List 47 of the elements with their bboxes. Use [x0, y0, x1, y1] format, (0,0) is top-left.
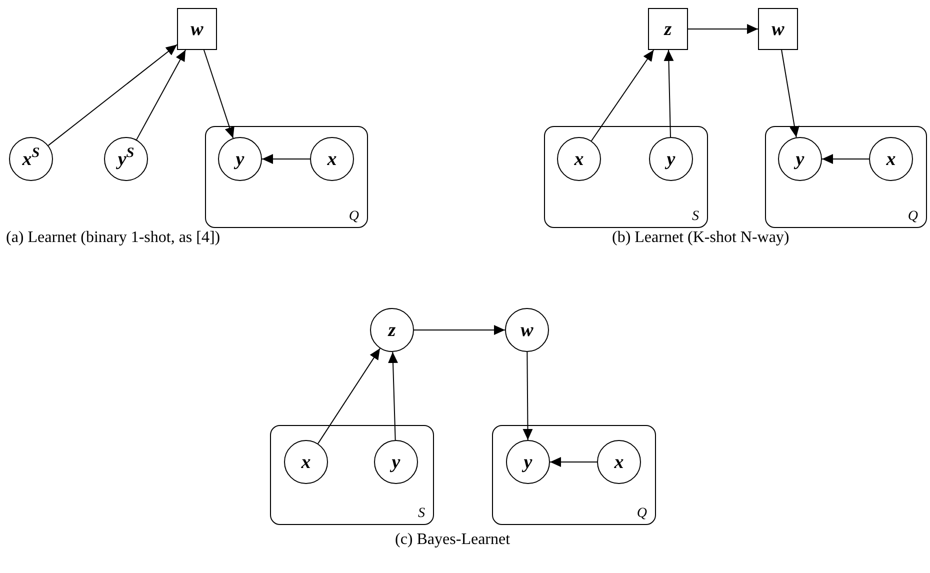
square-node	[758, 8, 798, 50]
arrow	[388, 352, 398, 440]
plate-box	[492, 425, 656, 525]
variable-label: z	[664, 20, 672, 38]
arrow	[522, 352, 533, 440]
variable-label: w	[772, 20, 784, 38]
plate-label: Q	[908, 210, 918, 224]
arrow	[136, 50, 186, 140]
arrow	[688, 24, 758, 34]
subfigure-caption: (b) Learnet (K-shot N-way)	[612, 228, 790, 248]
arrow	[262, 154, 310, 164]
variable-label: x	[301, 452, 311, 472]
plate-label: S	[692, 210, 699, 224]
arrow	[48, 44, 178, 146]
subfigure-caption: (a) Learnet (binary 1-shot, as [4])	[6, 228, 220, 248]
subfigure-caption: (c) Bayes-Learnet	[395, 530, 510, 550]
variable-label: x	[327, 150, 337, 168]
variable-label: y	[236, 150, 244, 168]
variable-label: x	[574, 150, 584, 168]
variable-label: y	[524, 452, 532, 472]
variable-label: x	[614, 452, 624, 472]
arrow	[203, 50, 234, 139]
plate-box	[765, 126, 927, 228]
plate-box	[544, 126, 708, 228]
arrow	[590, 50, 654, 142]
variable-label: y$^{S}$	[118, 150, 134, 168]
variable-label: x	[886, 150, 896, 168]
square-node	[177, 8, 217, 50]
plate-label: Q	[636, 507, 647, 521]
variable-label: y	[666, 150, 676, 168]
arrow	[318, 348, 380, 444]
plate-box	[205, 126, 368, 228]
plate-label: S	[418, 507, 425, 521]
variable-label: w	[520, 320, 534, 340]
variable-label: x$^{S}$	[22, 150, 40, 168]
variable-label: w	[190, 20, 204, 38]
variable-label: z	[388, 320, 396, 340]
arrow	[781, 50, 800, 138]
arrow	[822, 154, 870, 164]
variable-label: y	[796, 150, 804, 168]
arrow	[550, 457, 598, 467]
arrow	[414, 325, 506, 335]
plate-label: Q	[348, 210, 359, 224]
arrow	[664, 50, 674, 138]
square-node	[648, 8, 688, 50]
variable-label: y	[392, 452, 400, 472]
plate-box	[270, 425, 434, 525]
